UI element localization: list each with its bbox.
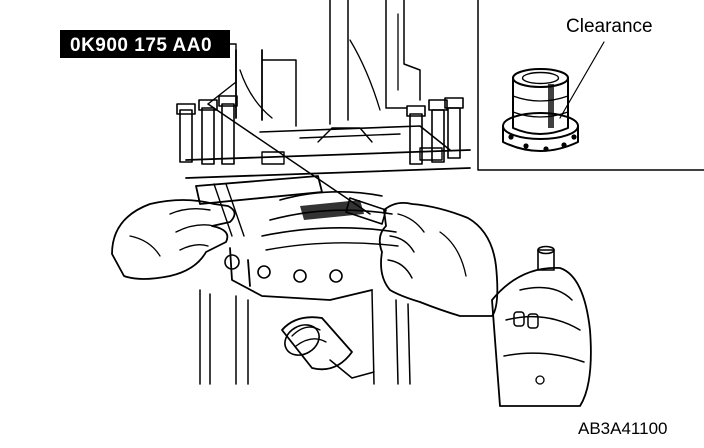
side-housing (491, 245, 592, 407)
bearing-race-illustration (502, 68, 579, 152)
inset-panel: Clearance (477, 0, 704, 171)
inset-border (477, 0, 704, 171)
fixture-bolts (176, 95, 464, 165)
left-hand (111, 199, 236, 280)
straightedge-tool (195, 103, 387, 237)
part-number-box (60, 30, 230, 58)
clearance-label: Clearance (566, 16, 653, 37)
part-number-callout: 0K900 175 AA0 (60, 30, 237, 105)
bearing-seat (261, 191, 399, 251)
outlet-pipe (281, 316, 375, 379)
right-hand (378, 201, 499, 317)
part-number-label: 0K900 175 AA0 (70, 35, 212, 56)
transmission-case (176, 0, 471, 385)
figure-id: AB3A41100 (578, 419, 667, 438)
